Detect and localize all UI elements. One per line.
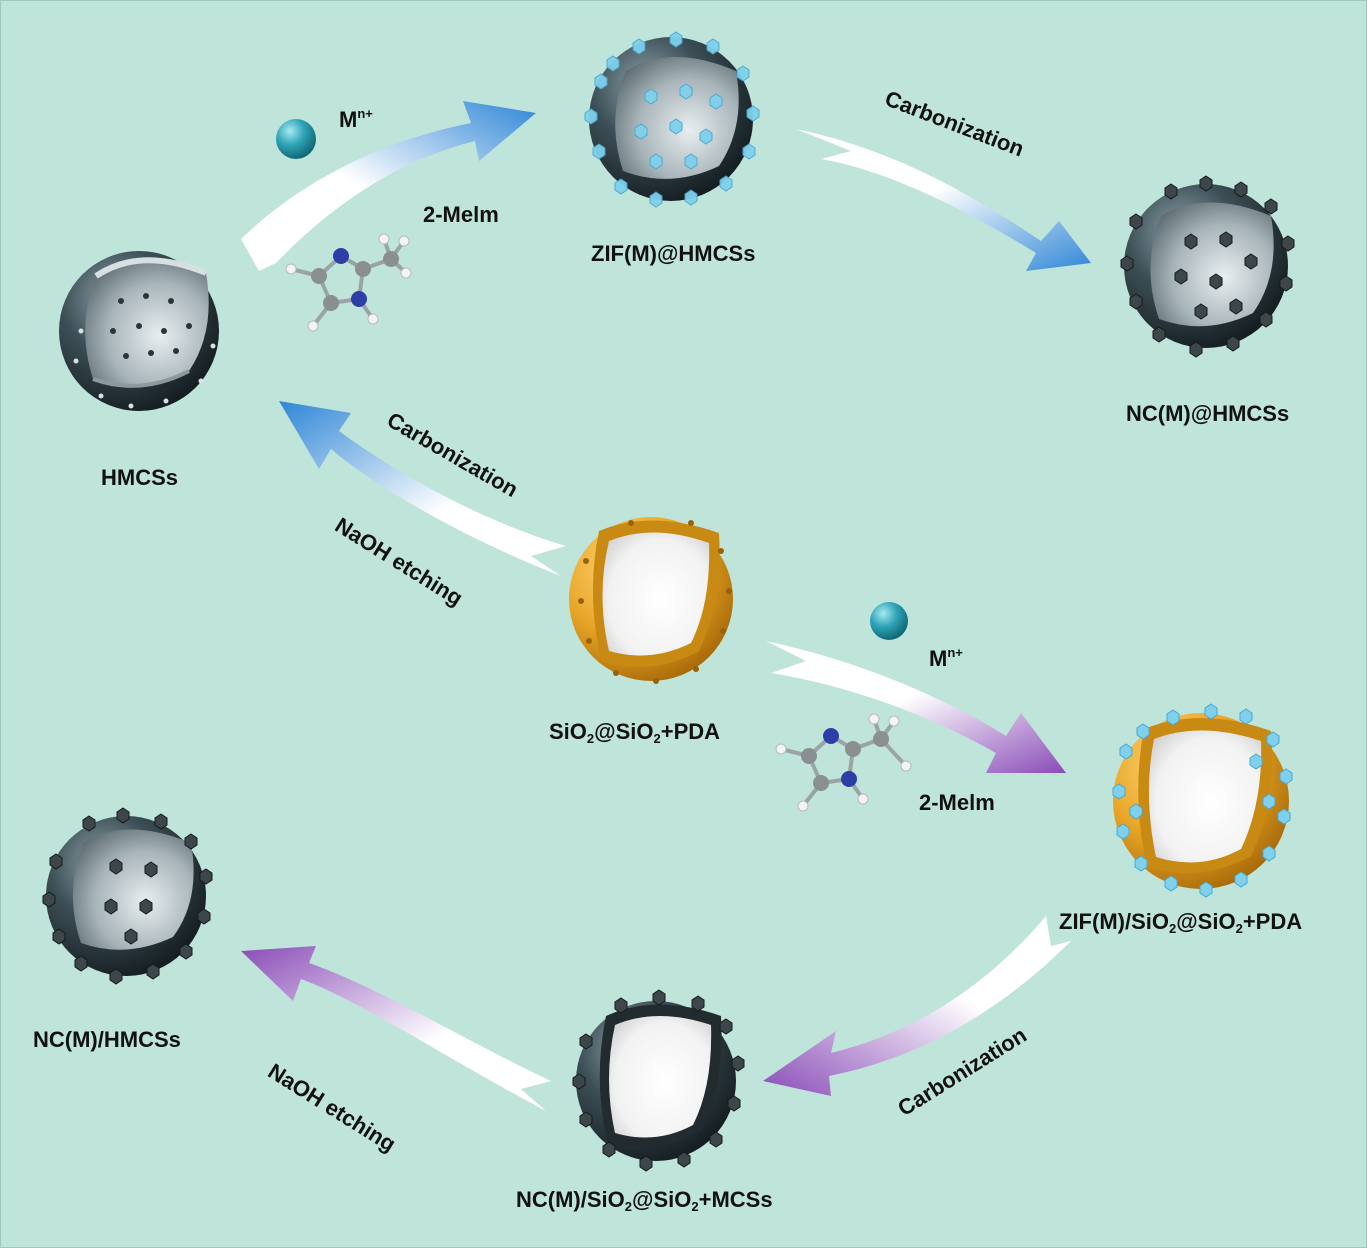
molecule-2-melm-2 — [775, 713, 912, 812]
arrow-hmcss-to-zif — [241, 101, 536, 271]
arrow-sio2-to-hmcss — [279, 401, 566, 576]
metal-ion-ball-2 — [870, 602, 908, 640]
label-nc-slash-hmcss: NC(M)/HMCSs — [33, 1027, 181, 1052]
arrow-zifsio2-to-ncsio2 — [763, 916, 1071, 1096]
label-zif-hmcss: ZIF(M)@HMCSs — [591, 241, 756, 266]
arrow-sio2-to-zifsio2 — [766, 641, 1066, 773]
label-zif-sio2-pda: ZIF(M)/SiO2@SiO2+PDA — [1059, 909, 1303, 936]
sphere-nc-sio2-mcss — [572, 989, 745, 1172]
molecule-2-melm-1 — [285, 233, 412, 332]
arrow-ncsio2-to-nchmcss — [241, 946, 551, 1111]
sphere-hmcss — [59, 251, 219, 411]
label-metal-ion-2: Mn+ — [929, 645, 963, 671]
sphere-zif-hmcss — [584, 31, 760, 208]
label-nc-at-hmcss: NC(M)@HMCSs — [1126, 401, 1290, 426]
label-hmcss: HMCSs — [101, 465, 179, 490]
label-2-melm-1: 2-Melm — [423, 202, 499, 227]
label-2-melm-2: 2-Melm — [919, 790, 995, 815]
arrow-zif-to-nc — [796, 129, 1091, 271]
metal-ion-ball-1 — [276, 119, 316, 159]
label-nc-sio2-mcss: NC(M)/SiO2@SiO2+MCSs — [516, 1187, 773, 1214]
sphere-nc-slash-hmcss — [42, 807, 213, 985]
sphere-nc-at-hmcss — [1120, 175, 1295, 358]
sphere-sio2-pda — [569, 517, 733, 684]
label-sio2-pda: SiO2@SiO2+PDA — [549, 719, 721, 746]
label-metal-ion-1: Mn+ — [339, 106, 373, 132]
sphere-zif-sio2-pda — [1112, 703, 1293, 898]
